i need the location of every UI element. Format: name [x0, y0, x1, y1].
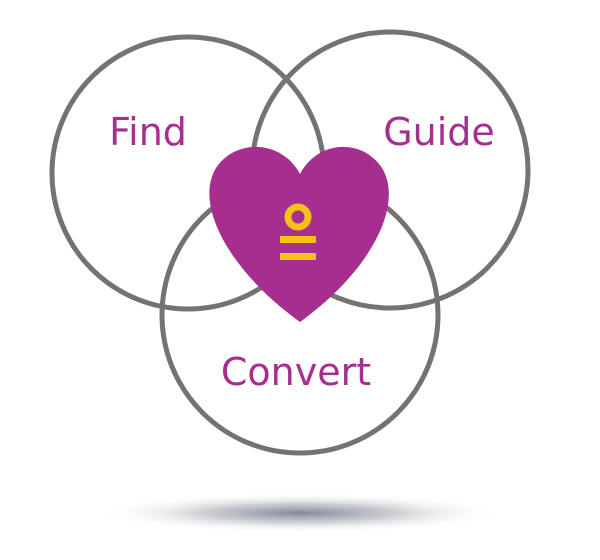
label-guide: Guide: [383, 110, 495, 154]
label-convert: Convert: [221, 350, 371, 394]
logo-ring: [284, 203, 312, 231]
heart-logo-icon: [209, 146, 389, 322]
ground-shadow: [95, 493, 505, 533]
heart-shape: [209, 146, 389, 322]
logo-bar-bottom: [280, 253, 316, 260]
label-find: Find: [109, 110, 187, 154]
logo-bar-top: [280, 236, 316, 243]
